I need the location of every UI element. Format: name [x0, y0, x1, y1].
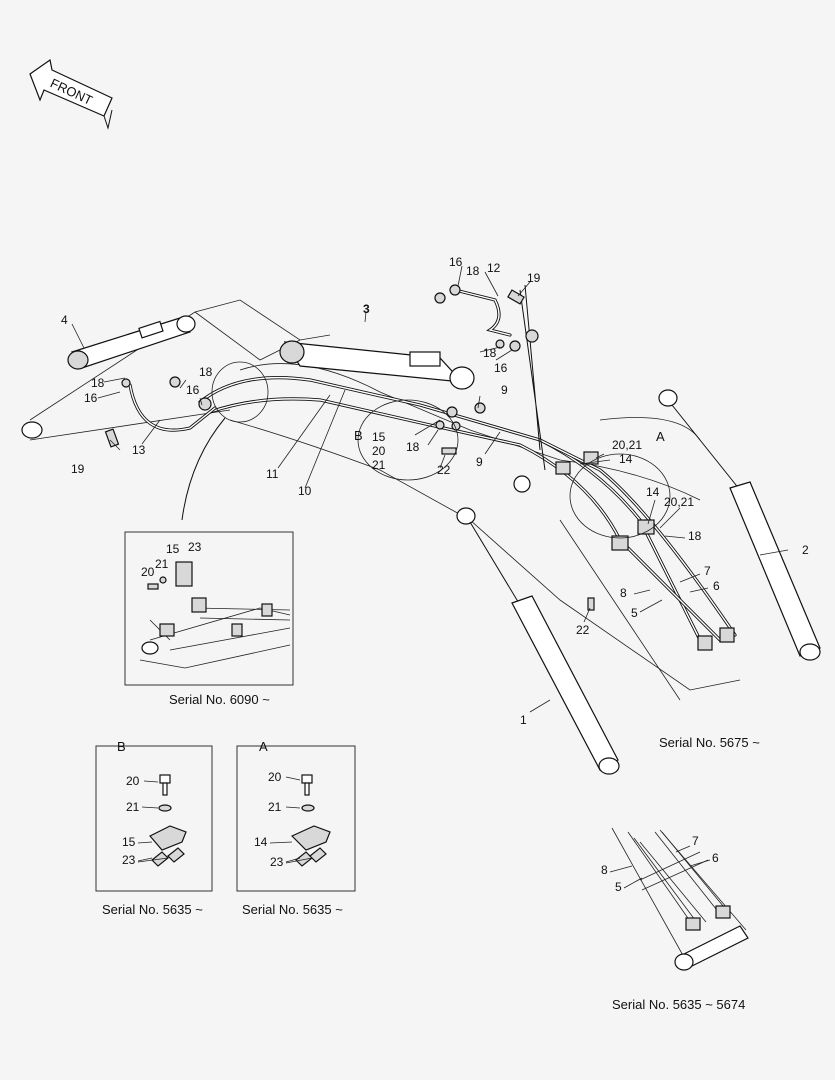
part-number: 16	[186, 383, 200, 397]
part-number: 11	[266, 467, 279, 481]
part-number: 8	[620, 586, 627, 600]
part-number: 5	[631, 606, 638, 620]
part-number: 15	[122, 835, 136, 849]
detail-b-title: B	[117, 739, 126, 754]
part-number: 20,21	[664, 495, 694, 509]
part-number: 5	[615, 880, 622, 894]
part-number: 2	[802, 543, 809, 557]
cylinder-2	[658, 389, 821, 661]
part-number: 18	[199, 365, 213, 379]
part-number: 19	[527, 271, 541, 285]
detail-b: B 20 21 15 23 Serial No. 5635 ~	[95, 739, 213, 917]
part-number: 6	[713, 579, 720, 593]
detail-a-title: A	[259, 739, 268, 754]
part-number: 20	[372, 444, 386, 458]
part-number: 21	[372, 458, 386, 472]
part-number: 16	[449, 255, 463, 269]
part-number: 14	[646, 485, 660, 499]
cylinder-4	[67, 315, 196, 370]
part-number: 1	[520, 713, 527, 727]
detail-a: A 20 21 14 23 Serial No. 5635 ~	[236, 739, 356, 917]
part-number: 18	[466, 264, 480, 278]
cylinder-3	[279, 340, 475, 390]
part-number: 23	[188, 540, 202, 554]
part-number: 15	[166, 542, 180, 556]
part-number: 12	[487, 261, 501, 275]
part-number: 21	[268, 800, 282, 814]
part-number: 19	[71, 462, 85, 476]
part-number: 22	[576, 623, 590, 637]
part-number: 10	[298, 484, 312, 498]
part-number: 14	[619, 452, 633, 466]
part-number: 14	[254, 835, 268, 849]
part-number: 13	[132, 443, 146, 457]
part-number: 18	[406, 440, 420, 454]
inset-5635-5674-caption: Serial No. 5635 ~ 5674	[612, 997, 745, 1012]
clamps	[104, 284, 735, 651]
part-number: 3	[363, 302, 370, 316]
hose-lines	[128, 284, 737, 642]
part-number: 20	[268, 770, 282, 784]
part-number: 18	[91, 376, 105, 390]
part-number: 9	[476, 455, 483, 469]
part-number: 16	[84, 391, 98, 405]
part-number: 16	[494, 361, 508, 375]
part-number: 6	[712, 851, 719, 865]
leader-lines	[71, 265, 789, 713]
part-labels: 4 18 16 19 13 18 16 11 10 3 16 18 12 19 …	[61, 255, 809, 727]
callout-b-label: B	[354, 428, 363, 443]
inset-serial-5635-5674: 7 6 8 5 Serial No. 5635 ~ 5674	[601, 827, 749, 1012]
part-number: 23	[122, 853, 136, 867]
inset-6090-caption: Serial No. 6090 ~	[169, 692, 270, 707]
inset-serial-6090: 15 23 20 21 Serial No. 6090 ~	[124, 531, 294, 707]
part-number: 7	[692, 834, 699, 848]
part-number: 22	[437, 463, 451, 477]
part-number: 20	[126, 774, 140, 788]
part-number: 18	[483, 346, 497, 360]
part-number: 9	[501, 383, 508, 397]
detail-circles	[181, 361, 671, 539]
part-number: 4	[61, 313, 68, 327]
part-number: 8	[601, 863, 608, 877]
part-number: 23	[270, 855, 284, 869]
part-number: 20,21	[612, 438, 642, 452]
callout-a-label: A	[656, 429, 665, 444]
front-arrow-icon: FRONT	[29, 58, 113, 130]
part-number: 15	[372, 430, 386, 444]
part-number: 21	[155, 557, 169, 571]
main-caption: Serial No. 5675 ~	[659, 735, 760, 750]
part-number: 20	[141, 565, 155, 579]
part-number: 21	[126, 800, 140, 814]
part-number: 18	[688, 529, 702, 543]
detail-a-caption: Serial No. 5635 ~	[242, 902, 343, 917]
detail-b-caption: Serial No. 5635 ~	[102, 902, 203, 917]
part-number: 7	[704, 564, 711, 578]
cylinder-1	[456, 475, 620, 775]
